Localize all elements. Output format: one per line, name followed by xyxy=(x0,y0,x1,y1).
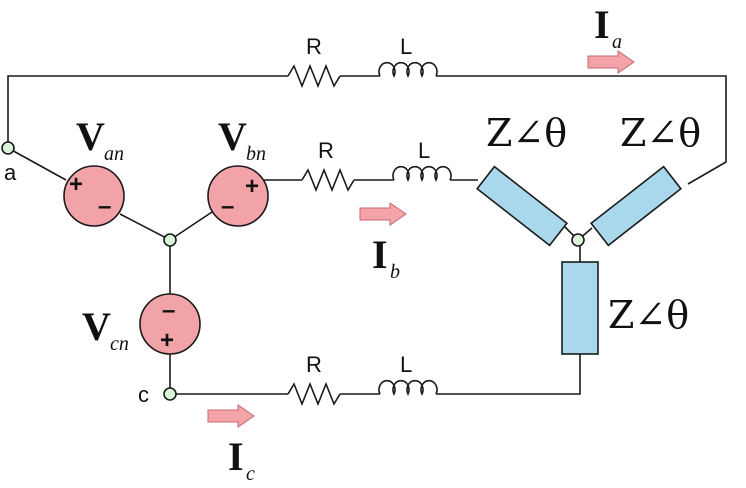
source-vcn-label: V cn xyxy=(82,304,129,355)
node-a xyxy=(1,141,15,155)
current-b-label: I b xyxy=(372,232,400,283)
current-c-letter: I xyxy=(228,434,244,479)
source-vcn: – + xyxy=(139,293,201,355)
inductor-c xyxy=(378,379,438,395)
source-van-letter: V xyxy=(76,114,105,159)
line-c-wires xyxy=(170,354,581,395)
inductor-b xyxy=(392,165,452,181)
current-a-letter: I xyxy=(594,2,610,47)
resistor-c xyxy=(287,383,341,405)
impedance-3 xyxy=(561,261,599,355)
inductor-b-label: L xyxy=(418,138,430,163)
node-source-neutral xyxy=(163,233,177,247)
source-van-sub: an xyxy=(104,143,124,165)
source-van-minus: – xyxy=(98,193,111,220)
inductor-a xyxy=(378,61,438,77)
current-c-sub: c xyxy=(246,463,255,485)
current-a-arrow xyxy=(587,50,635,74)
inductor-a-label: L xyxy=(400,34,412,59)
source-vbn-plus: + xyxy=(245,173,259,200)
impedance-3-label: Z∠θ xyxy=(608,293,689,337)
node-c xyxy=(163,387,177,401)
impedance-2-label: Z∠θ xyxy=(620,111,701,155)
current-a-label: I a xyxy=(594,2,622,53)
inductor-c-label: L xyxy=(400,352,412,377)
source-vcn-minus: – xyxy=(162,297,175,324)
current-c-arrow xyxy=(207,404,255,428)
node-a-label: a xyxy=(4,160,17,185)
current-a-sub: a xyxy=(612,31,622,53)
source-van-label: V an xyxy=(76,114,124,165)
source-vbn-label: V bn xyxy=(218,114,266,165)
impedance-1 xyxy=(476,165,568,247)
current-b-sub: b xyxy=(390,261,400,283)
current-b-arrow xyxy=(359,202,407,226)
source-vbn-sub: bn xyxy=(246,143,266,165)
current-b-letter: I xyxy=(372,232,388,277)
source-vcn-sub: cn xyxy=(110,333,129,355)
resistor-b xyxy=(301,169,355,191)
resistor-a xyxy=(287,65,341,87)
source-vcn-plus: + xyxy=(160,327,174,354)
impedance-1-label: Z∠θ xyxy=(486,111,567,155)
resistor-a-label: R xyxy=(306,34,322,59)
source-van-plus: + xyxy=(69,171,83,198)
source-van: + – xyxy=(63,165,125,227)
source-vbn: – + xyxy=(207,165,269,227)
source-vbn-minus: – xyxy=(221,193,234,220)
impedance-2 xyxy=(590,165,682,247)
node-load-neutral xyxy=(571,233,585,247)
node-c-label: c xyxy=(138,382,149,407)
source-vbn-letter: V xyxy=(218,114,247,159)
line-a-wires xyxy=(7,75,727,185)
resistor-b-label: R xyxy=(318,138,334,163)
current-c-label: I c xyxy=(228,434,255,485)
source-vcn-letter: V xyxy=(82,304,111,349)
resistor-c-label: R xyxy=(306,352,322,377)
